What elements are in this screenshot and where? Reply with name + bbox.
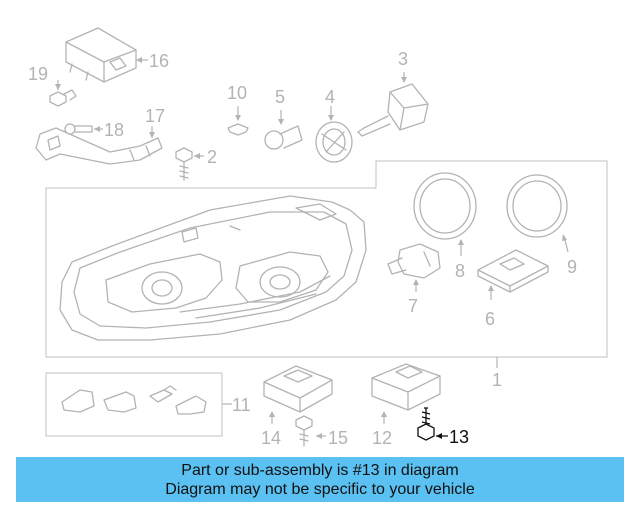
cap-8[interactable] — [413, 172, 477, 240]
part-label-19: 19 — [28, 64, 48, 84]
bracket-kit-frame — [45, 372, 223, 437]
part-label-13: 13 — [449, 427, 469, 447]
parts-diagram: 16 19 17 18 2 10 5 — [28, 27, 608, 448]
bracket-17[interactable] — [35, 127, 163, 165]
part-label-18: 18 — [104, 120, 124, 140]
part-label-16: 16 — [149, 51, 169, 71]
ballast-6[interactable] — [477, 249, 549, 293]
part-label-15: 15 — [328, 428, 348, 448]
part-label-17: 17 — [145, 106, 165, 126]
part-label-1: 1 — [492, 370, 502, 390]
part-label-14: 14 — [261, 428, 281, 448]
part-label-10: 10 — [227, 83, 247, 103]
part-label-12: 12 — [372, 428, 392, 448]
banner-line-1: Part or sub-assembly is #13 in diagram — [181, 462, 459, 479]
control-unit-12[interactable] — [371, 363, 441, 411]
headlamp-assembly-frame — [45, 160, 608, 358]
cap-9[interactable] — [506, 174, 568, 238]
vehicle-fit-banner: Part or sub-assembly is #13 in diagram D… — [16, 457, 624, 502]
part-label-2: 2 — [207, 147, 217, 167]
part-label-5: 5 — [275, 87, 285, 107]
banner-line-2: Diagram may not be specific to your vehi… — [165, 481, 475, 498]
clip-10[interactable] — [227, 123, 249, 136]
socket-4[interactable] — [315, 121, 353, 163]
bolt-13-highlighted[interactable] — [417, 407, 435, 441]
part-label-4: 4 — [325, 87, 335, 107]
bracket-kit-11[interactable] — [61, 385, 207, 415]
part-label-6: 6 — [485, 309, 495, 329]
part-label-9: 9 — [567, 257, 577, 277]
bolt-19[interactable] — [49, 89, 77, 107]
headlamp-housing — [59, 195, 367, 341]
bulb-5[interactable] — [264, 125, 303, 150]
part-label-11: 11 — [232, 395, 251, 415]
screw-15[interactable] — [295, 415, 313, 447]
part-label-8: 8 — [455, 261, 465, 281]
control-unit-14[interactable] — [263, 365, 333, 413]
control-module-16[interactable] — [65, 27, 137, 83]
screw-18[interactable] — [64, 123, 93, 135]
screw-2[interactable] — [175, 147, 193, 181]
part-label-7: 7 — [408, 296, 418, 316]
xenon-bulb-3[interactable] — [357, 83, 429, 137]
bulb-socket-7[interactable] — [387, 243, 441, 279]
part-label-3: 3 — [398, 49, 408, 69]
